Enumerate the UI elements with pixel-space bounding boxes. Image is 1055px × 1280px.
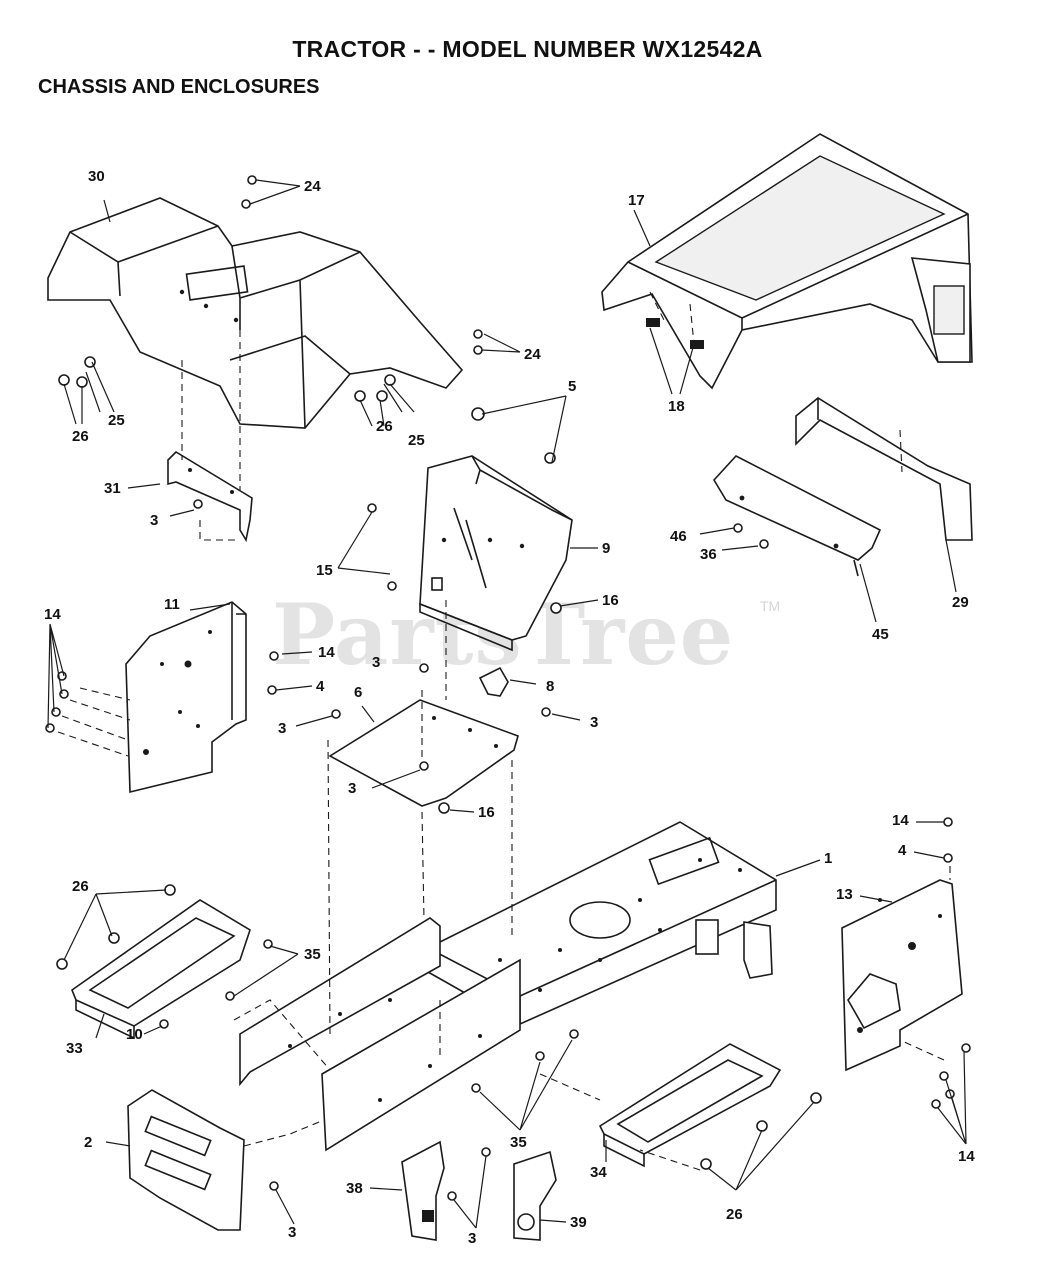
callout-26: 26 [726, 1206, 743, 1223]
callout-45: 45 [872, 626, 889, 643]
callout-17: 17 [628, 192, 645, 209]
callout-24: 24 [524, 346, 541, 363]
callout-31: 31 [104, 480, 121, 497]
callout-9: 9 [602, 540, 611, 557]
callout-4: 4 [316, 678, 325, 695]
callout-18: 18 [668, 398, 685, 415]
callout-38: 38 [346, 1180, 363, 1197]
part-front-panel [795, 397, 973, 541]
trademark-mark: TM [760, 598, 781, 614]
alignment-guides [57, 330, 951, 1171]
callout-26: 26 [376, 418, 393, 435]
part-clip [478, 666, 509, 697]
callout-3: 3 [278, 720, 287, 737]
callout-46: 46 [670, 528, 687, 545]
callout-14: 14 [44, 606, 61, 623]
callout-14: 14 [318, 644, 335, 661]
callout-25: 25 [108, 412, 125, 429]
callout-11: 11 [164, 596, 180, 613]
part-right-side-panel [841, 879, 963, 1072]
section-subtitle: CHASSIS AND ENCLOSURES [38, 76, 320, 98]
callout-3: 3 [468, 1230, 477, 1247]
part-main-frame [239, 821, 777, 1152]
callout-3: 3 [372, 654, 381, 671]
part-pedal-bracket [513, 1150, 557, 1241]
callout-30: 30 [88, 168, 105, 185]
callout-25: 25 [408, 432, 425, 449]
part-front-bracket [127, 1089, 245, 1231]
callout-26: 26 [72, 428, 89, 445]
callout-10: 10 [126, 1026, 143, 1043]
callout-15: 15 [316, 562, 333, 579]
callout-3: 3 [288, 1224, 297, 1241]
part-tank-support-panel [419, 455, 573, 652]
part-left-side-panel [125, 601, 247, 794]
callout-1: 1 [824, 850, 833, 867]
callout-16: 16 [602, 592, 619, 609]
part-right-footrest [598, 1043, 782, 1168]
callout-leaders [47, 179, 967, 1229]
callout-3: 3 [348, 780, 357, 797]
callout-8: 8 [546, 678, 555, 695]
callout-35: 35 [304, 946, 321, 963]
callout-14: 14 [958, 1148, 975, 1165]
callout-6: 6 [354, 684, 363, 701]
callout-3: 3 [150, 512, 159, 529]
callout-29: 29 [952, 594, 969, 611]
callout-2: 2 [84, 1134, 93, 1151]
callout-26: 26 [72, 878, 89, 895]
part-rear-fender [47, 197, 464, 429]
part-floor-plate [328, 699, 519, 807]
part-grill-bracket [713, 455, 882, 577]
callout-16: 16 [478, 804, 495, 821]
callout-3: 3 [590, 714, 599, 731]
callout-5: 5 [568, 378, 577, 395]
callout-39: 39 [570, 1214, 587, 1231]
callout-33: 33 [66, 1040, 83, 1057]
callout-24: 24 [304, 178, 321, 195]
part-left-footrest [71, 899, 251, 1040]
callout-36: 36 [700, 546, 717, 563]
part-fender-bracket [167, 450, 253, 543]
diagram-title: TRACTOR - - MODEL NUMBER WX12542A [292, 36, 763, 62]
callout-4: 4 [898, 842, 907, 859]
callout-35: 35 [510, 1134, 527, 1151]
part-hood [601, 133, 973, 390]
callout-14: 14 [892, 812, 909, 829]
callout-13: 13 [836, 886, 853, 903]
callout-34: 34 [590, 1164, 607, 1181]
part-brake-bracket [401, 1140, 445, 1241]
